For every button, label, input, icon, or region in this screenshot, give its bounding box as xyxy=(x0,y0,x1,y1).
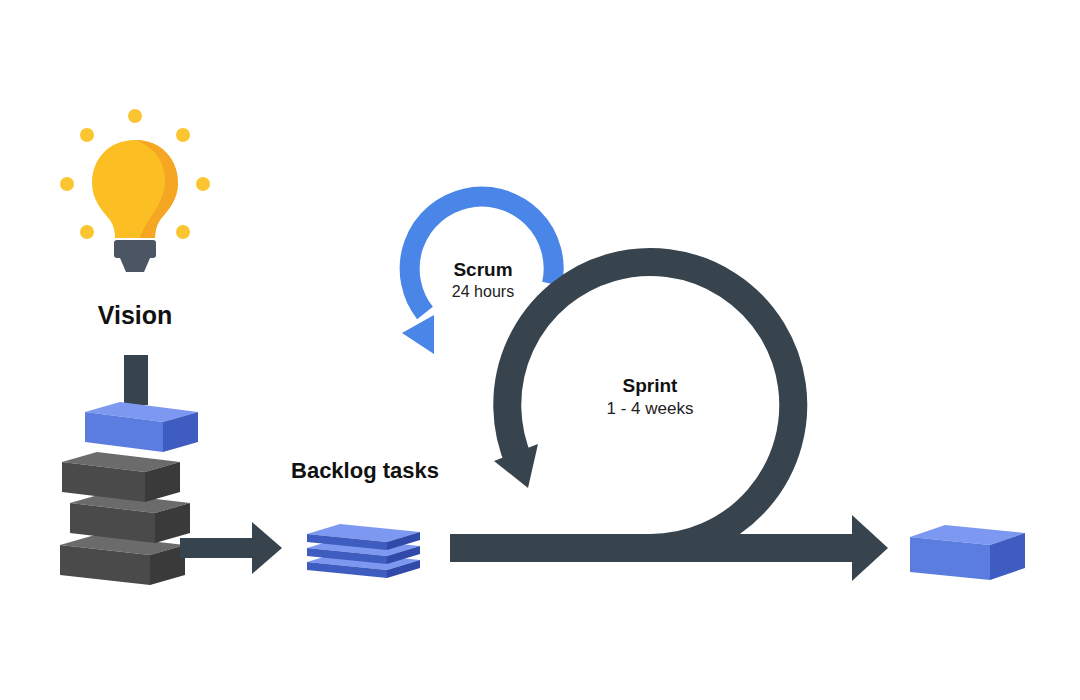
block-stack xyxy=(60,402,198,585)
output-block xyxy=(910,525,1025,580)
arrow-to-backlog xyxy=(180,522,282,574)
sprint-node: Sprint1 - 4 weeks xyxy=(605,374,696,419)
sprint-duration: 1 - 4 weeks xyxy=(605,398,696,419)
lightbulb xyxy=(60,109,210,272)
backlog-node: Backlog tasks xyxy=(289,457,441,485)
scrum-duration: 24 hours xyxy=(450,282,517,302)
sprint-label: Sprint xyxy=(605,374,696,398)
vision-label: Vision xyxy=(96,300,175,331)
backlog-label: Backlog tasks xyxy=(289,457,441,485)
vision-node: Vision xyxy=(96,300,175,331)
backlog-plates xyxy=(307,524,420,578)
vision-bar xyxy=(124,355,148,405)
sprint-loop xyxy=(450,262,888,581)
scrum-label: Scrum xyxy=(450,258,517,282)
scrum-node: Scrum24 hours xyxy=(450,258,517,302)
